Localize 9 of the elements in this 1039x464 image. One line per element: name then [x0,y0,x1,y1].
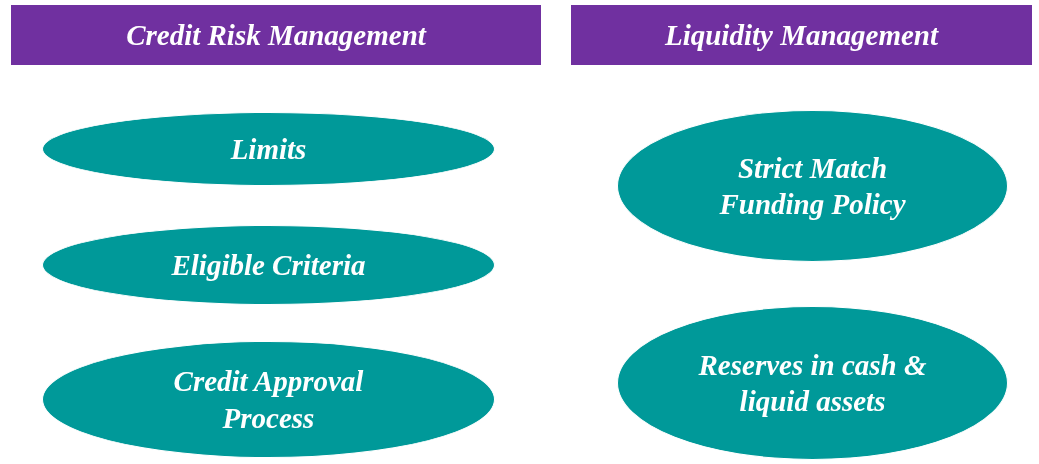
header-title: Liquidity Management [664,17,939,53]
topic-label: Eligible Criteria [171,247,366,283]
topic-label: Strict Match Funding Policy [718,150,907,222]
header-title: Credit Risk Management [126,17,426,53]
topic-label: Reserves in cash & liquid assets [697,347,928,419]
topic-label: Credit Approval Process [172,364,365,436]
header-bar [11,5,541,65]
topic-label: Limits [230,131,307,167]
header-bar [571,5,1032,65]
